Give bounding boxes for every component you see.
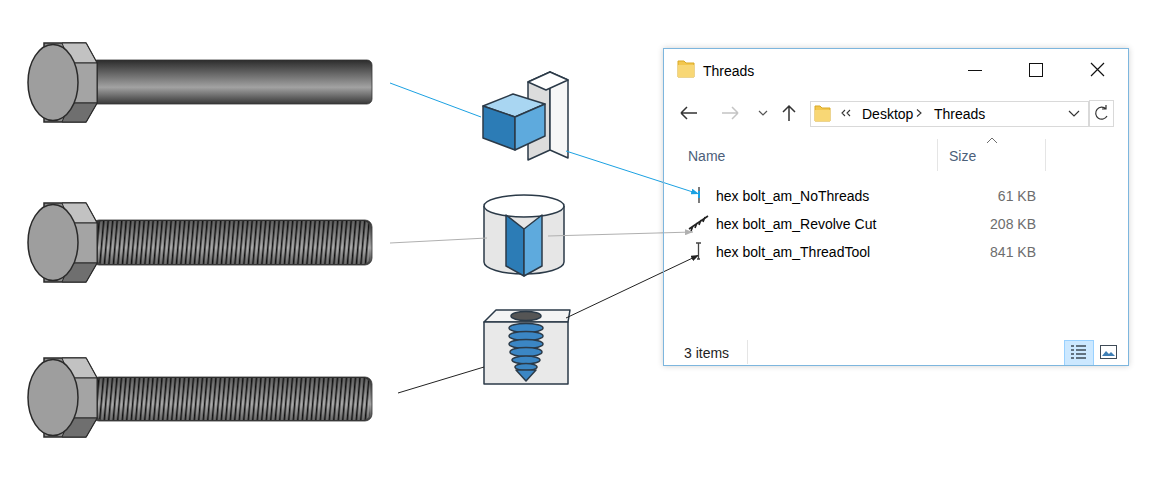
threaded-bolt (28, 358, 97, 437)
refresh-icon (1096, 105, 1107, 119)
breadcrumb-separator (917, 110, 921, 117)
folder-icon (815, 106, 830, 121)
threaded-bolt (28, 203, 372, 282)
status-separator (747, 340, 748, 364)
folder-icon (815, 106, 830, 121)
file-row: hex bolt_am_ThreadTool 841 KB (688, 241, 1036, 263)
leader-line (390, 83, 699, 393)
threaded-bolt (28, 358, 372, 437)
plain-bolt (28, 43, 97, 122)
extrude-icon (528, 72, 568, 90)
extrude-icon (515, 104, 545, 150)
leader-line (398, 367, 484, 393)
back-arrow (681, 107, 697, 119)
leader-line (566, 151, 699, 194)
maximize-button (1030, 64, 1043, 77)
column-separator (937, 139, 938, 171)
file-name: hex bolt_am_ThreadTool (716, 243, 870, 261)
forward-arrow (722, 107, 738, 119)
address-bar: Desktop Threads (810, 101, 1089, 127)
file-row: hex bolt_am_Revolve Cut 208 KB (688, 213, 1036, 235)
plain-bolt (28, 43, 372, 122)
up-arrow (783, 106, 795, 121)
details-view-icon (1071, 346, 1086, 358)
threaded-bolt (92, 377, 372, 421)
leader-line (566, 255, 699, 318)
explorer-window: Desktop Threads hex bolt_am_NoThreads 61 KB… (663, 48, 1129, 366)
window-title: Threads (703, 62, 754, 80)
file-name: hex bolt_am_Revolve Cut (716, 215, 876, 233)
close-button (1091, 63, 1104, 76)
file-size: 208 KB (990, 215, 1036, 233)
folder-icon (678, 65, 694, 77)
window-chrome (678, 61, 1117, 366)
folder-icon (815, 110, 830, 121)
thread-tool-icon (516, 370, 536, 381)
threaded-bolt (28, 203, 97, 282)
file-size: 61 KB (998, 187, 1036, 205)
large-icons-glyph (1102, 351, 1115, 356)
leader-line (390, 238, 487, 243)
sort-arrow (987, 138, 997, 143)
address-dropdown (1069, 111, 1079, 116)
folder-icon (678, 61, 694, 77)
threaded-bolt (96, 378, 370, 420)
status-text: 3 items (684, 344, 729, 362)
details-view-button (1065, 341, 1094, 366)
file-size: 841 KB (990, 243, 1036, 261)
revolve-cut-icon (484, 195, 564, 217)
file-icon (698, 187, 699, 203)
extrude-icon (483, 72, 568, 160)
extrude-icon (483, 106, 515, 150)
revolve-cut-icon (506, 215, 524, 276)
refresh-button (1090, 101, 1114, 127)
threaded-bolt (92, 220, 372, 265)
breadcrumb: Threads (934, 105, 985, 123)
file-icon (698, 191, 700, 198)
revolve-cut-icon (524, 215, 542, 276)
thread-tool-icon (484, 310, 570, 384)
leader-line (548, 232, 693, 236)
plain-bolt (92, 60, 372, 104)
file-icon (696, 243, 701, 259)
thread-tool-icon (510, 348, 542, 357)
column-header: Name (688, 147, 725, 165)
column-separator (1045, 139, 1046, 171)
folder-icon (678, 61, 694, 77)
threaded-bolt (96, 221, 370, 264)
thread-tool-icon (484, 310, 570, 322)
thread-tool-icon (484, 322, 568, 384)
breadcrumb: Desktop (862, 105, 913, 123)
thread-tool-icon (511, 312, 541, 321)
file-row: hex bolt_am_NoThreads 61 KB (688, 185, 1036, 207)
recent-chevron (759, 111, 767, 115)
minimize-button (968, 70, 982, 71)
leader-line (390, 83, 481, 117)
breadcrumb-chevrons (842, 110, 850, 116)
large-icons-button (1101, 346, 1117, 359)
column-header: Size (949, 147, 976, 165)
file-icon (689, 216, 708, 231)
file-name: hex bolt_am_NoThreads (716, 187, 869, 205)
